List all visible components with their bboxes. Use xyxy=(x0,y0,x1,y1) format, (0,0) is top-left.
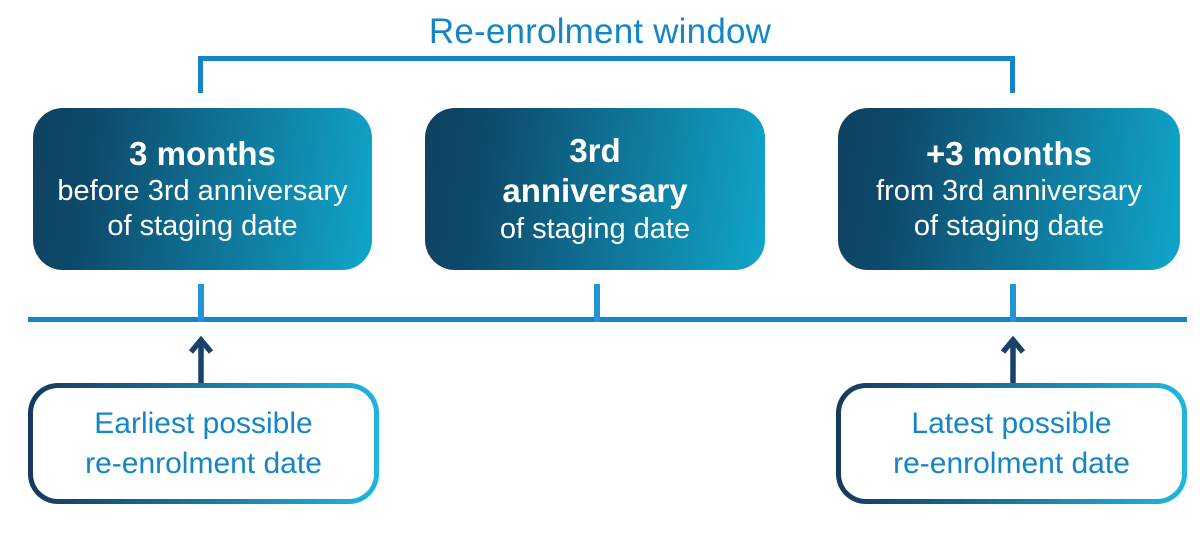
callout-line: Latest possible xyxy=(911,406,1112,440)
callout-earliest-date-content: Earliest possible re-enrolment date xyxy=(33,388,374,499)
re-enrolment-window-bracket xyxy=(198,56,1015,93)
timeline-box-3-months-before: 3 months before 3rd anniversary of stagi… xyxy=(33,108,372,270)
callout-line: re-enrolment date xyxy=(893,446,1130,480)
timeline-box-3-months-after: +3 months from 3rd anniversary of stagin… xyxy=(838,108,1180,270)
box-heading: 3 months xyxy=(129,134,276,172)
box-body-line: before 3rd anniversary xyxy=(57,174,348,207)
callout-latest-date: Latest possible re-enrolment date xyxy=(836,383,1187,504)
diagram-title: Re-enrolment window xyxy=(428,12,772,51)
timeline-axis xyxy=(28,317,1187,322)
box-heading: anniversary xyxy=(502,172,688,210)
up-arrow-icon xyxy=(188,336,214,384)
box-body-line: of staging date xyxy=(499,212,691,245)
box-body-line: of staging date xyxy=(107,210,298,243)
timeline-box-3rd-anniversary: 3rd anniversary of staging date xyxy=(425,108,765,270)
callout-latest-date-content: Latest possible re-enrolment date xyxy=(841,388,1182,499)
timeline-tick-middle xyxy=(594,284,600,322)
box-body-line: of staging date xyxy=(913,210,1105,243)
box-heading: 3rd xyxy=(569,132,621,170)
timeline-tick-right xyxy=(1010,284,1016,322)
callout-line: re-enrolment date xyxy=(85,446,322,480)
box-body-line: from 3rd anniversary xyxy=(876,174,1142,207)
up-arrow-icon xyxy=(1000,336,1026,384)
callout-earliest-date: Earliest possible re-enrolment date xyxy=(28,383,379,504)
callout-line: Earliest possible xyxy=(94,406,313,440)
timeline-tick-left xyxy=(198,284,204,322)
box-heading: +3 months xyxy=(926,134,1092,172)
